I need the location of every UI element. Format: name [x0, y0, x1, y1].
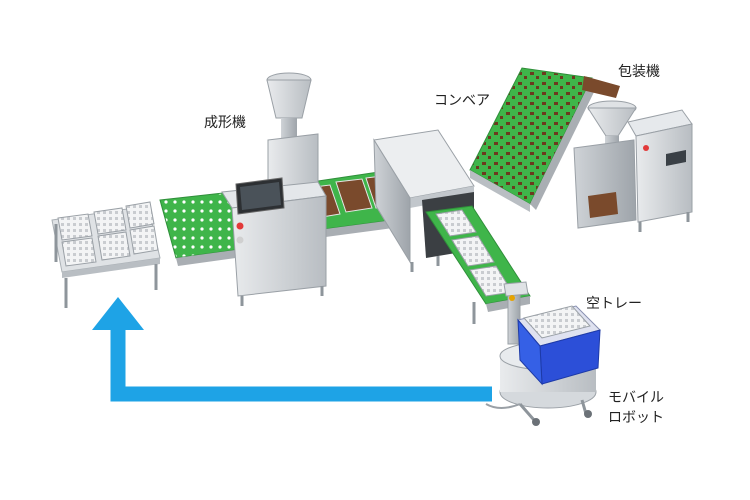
return-arrow: [92, 297, 492, 402]
incline-conveyor: [469, 67, 620, 212]
stacked-trays: [57, 201, 159, 267]
packaging-machine: [573, 100, 693, 232]
tray-rack-table: [51, 201, 161, 308]
label-packaging-machine: 包装機: [618, 64, 660, 80]
label-empty-tray: 空トレー: [586, 296, 642, 312]
molding-machine: [221, 72, 327, 306]
mobile-robot: [485, 281, 601, 426]
branch-conveyor: [425, 205, 531, 324]
label-conveyor: コンベア: [434, 93, 490, 109]
label-mobile-robot-line1: モバイル: [608, 390, 664, 406]
label-mobile-robot-line2: ロボット: [608, 410, 664, 426]
label-molding-machine: 成形機: [204, 115, 246, 131]
